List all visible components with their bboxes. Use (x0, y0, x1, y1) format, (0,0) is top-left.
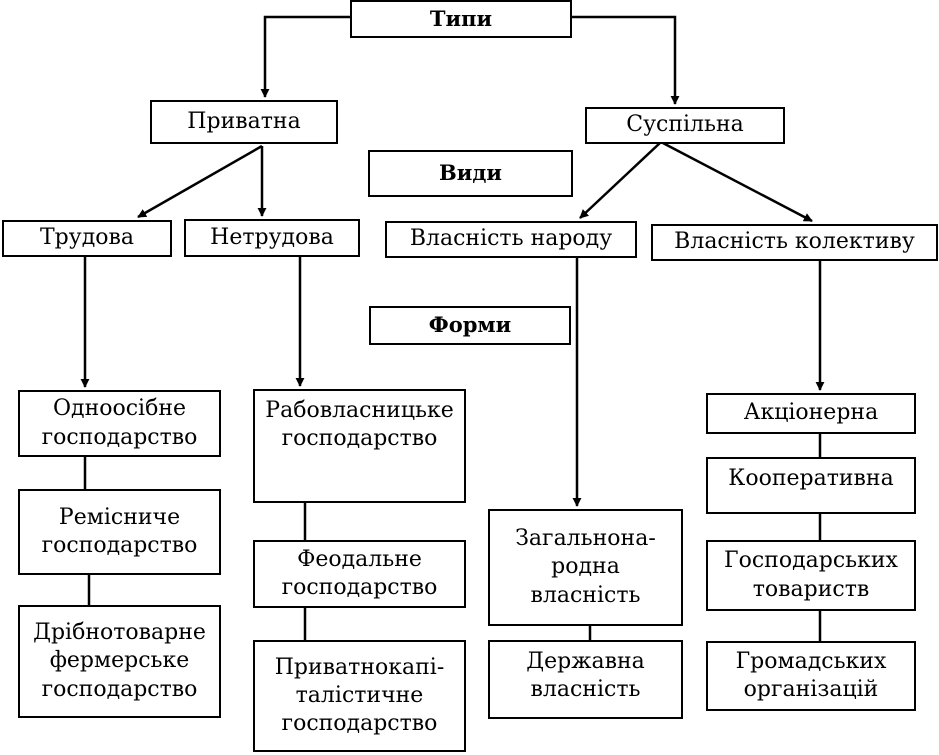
arrow-social-collective (660, 140, 813, 223)
node-national: Загальнона- родна власність (488, 509, 683, 626)
arrow-private-labor (137, 144, 263, 219)
node-smallcommodity: Дрібнотоварне фермерське господарство (18, 605, 221, 718)
node-individual: Одноосібне господарство (18, 390, 221, 457)
node-slave: Рабовласницьке господарство (253, 389, 466, 503)
node-public: Громадських організацій (706, 641, 916, 711)
node-social: Суспільна (585, 107, 785, 144)
arrow-social-people (579, 141, 662, 219)
node-collective: Власність колективу (651, 224, 938, 261)
node-privatecapital: Приватнокапі- талістичне господарство (253, 640, 466, 752)
arrow-types-private (260, 15, 350, 98)
label-forms: Форми (369, 306, 571, 345)
label-kinds: Види (368, 150, 573, 197)
node-people: Власність народу (385, 221, 637, 258)
arrow-types-social (572, 15, 680, 105)
node-feudal: Феодальне господарство (253, 540, 466, 608)
node-labor: Трудова (2, 220, 172, 257)
node-state: Державна власність (488, 640, 683, 719)
node-nonlabor: Нетрудова (184, 219, 360, 257)
node-coop: Кооперативна (706, 457, 916, 514)
node-craft: Ремісниче господарство (18, 489, 221, 575)
node-private: Приватна (150, 100, 338, 144)
node-business: Господарських товариств (706, 540, 916, 611)
node-joint: Акціонерна (706, 393, 916, 434)
node-types: Типи (350, 0, 572, 38)
